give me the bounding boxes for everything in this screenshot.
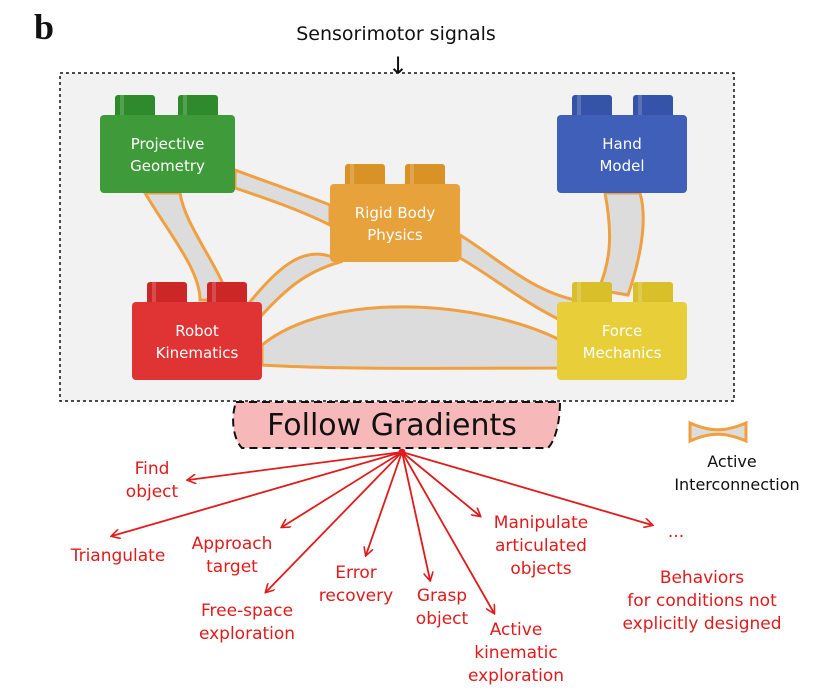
module-rigid-stud [405, 164, 445, 188]
module-projective-body [100, 115, 235, 193]
behavior-arrows [112, 448, 652, 614]
module-robot-stud [207, 282, 247, 306]
module-hand-body [557, 115, 687, 193]
follow-gradients-box [232, 401, 562, 449]
module-projective-stud-highlight [183, 95, 187, 119]
module-rigid-stud-highlight [350, 164, 354, 188]
behavior-behaviors-not-designed-label: explicitly designed [622, 614, 781, 634]
behavior-active-kinematic-exploration-label: Active [490, 620, 543, 640]
module-force-body [557, 302, 687, 380]
arrow-origin-dot [398, 448, 406, 456]
behavior-error-recovery-label: recovery [319, 586, 393, 606]
behavior-behaviors-not-designed-label: Behaviors [660, 568, 744, 588]
module-force-stud-highlight [638, 282, 642, 306]
behavior-active-kinematic-exploration-label: kinematic [474, 643, 558, 663]
module-robot-stud-highlight [212, 282, 216, 306]
behavior-grasp-object-label: object [416, 609, 469, 629]
behavior-behaviors-not-designed-label: for conditions not [627, 591, 777, 611]
module-hand-stud-highlight [638, 95, 642, 119]
arrow-triangulate [112, 451, 403, 536]
arrow-ellipsis [401, 451, 652, 525]
arrow-free-space-exploration [266, 451, 403, 592]
module-projective-label: Geometry [130, 157, 205, 175]
module-hand-label: Hand [602, 135, 642, 153]
arrow-grasp-object [401, 451, 430, 580]
arrow-error-recovery [366, 451, 403, 555]
module-force-stud [633, 282, 673, 306]
behavior-manipulate-articulated-objects-label: objects [510, 559, 571, 579]
legend-label-line-2: Interconnection [674, 475, 799, 494]
module-robot-stud-highlight [152, 282, 156, 306]
module-robot-label: Robot [175, 322, 219, 340]
behavior-active-kinematic-exploration-label: exploration [468, 666, 564, 686]
module-projective-stud [178, 95, 218, 119]
panel-letter: b [34, 7, 55, 47]
behavior-approach-target-label: Approach [192, 534, 273, 554]
arrow-manipulate-articulated-objects [401, 451, 480, 516]
legend-label-line-1: Active [707, 452, 757, 471]
module-projective-stud-highlight [120, 95, 124, 119]
module-rigid-label: Rigid Body [355, 204, 436, 222]
module-hand-stud [572, 95, 612, 119]
behavior-find-object-label: object [126, 482, 179, 502]
module-force-label: Mechanics [583, 344, 662, 362]
module-projective-label: Projective [131, 135, 205, 153]
behavior-manipulate-articulated-objects-label: Manipulate [494, 513, 588, 533]
module-hand-stud [633, 95, 673, 119]
behavior-triangulate-label: Triangulate [70, 546, 166, 566]
module-robot-body [132, 302, 262, 380]
behavior-manipulate-articulated-objects-label: articulated [495, 536, 587, 556]
arrow-find-object [188, 451, 403, 480]
arrow-approach-target [282, 451, 403, 527]
module-force-stud-highlight [577, 282, 581, 306]
behavior-error-recovery-label: Error [335, 563, 376, 583]
module-force-stud [572, 282, 612, 306]
behavior-free-space-exploration-label: Free-space [201, 601, 293, 621]
connection-hand-force [595, 191, 645, 297]
legend-connection-icon [688, 420, 748, 444]
top-label: Sensorimotor signals [296, 23, 496, 45]
interconnections [142, 167, 645, 370]
follow-gradients-label: Follow Gradients [267, 408, 517, 443]
behavior-ellipsis-label: ... [668, 522, 684, 542]
module-robot-stud [147, 282, 187, 306]
module-projective-stud [115, 95, 155, 119]
module-rigid-body [330, 184, 460, 262]
behaviors: FindobjectTriangulateApproachtargetFree-… [70, 459, 782, 686]
module-rigid-stud [345, 164, 385, 188]
module-hand-stud-highlight [577, 95, 581, 119]
module-rigid-stud-highlight [410, 164, 414, 188]
module-rigid-label: Physics [367, 226, 423, 244]
module-robot-label: Kinematics [156, 344, 239, 362]
module-force-label: Force [602, 322, 643, 340]
behavior-grasp-object-label: Grasp [417, 586, 467, 606]
arrow-active-kinematic-exploration [401, 451, 494, 613]
module-hand-label: Model [599, 157, 644, 175]
behavior-find-object-label: Find [135, 459, 170, 479]
behavior-approach-target-label: target [206, 557, 258, 577]
behavior-free-space-exploration-label: exploration [199, 624, 295, 644]
